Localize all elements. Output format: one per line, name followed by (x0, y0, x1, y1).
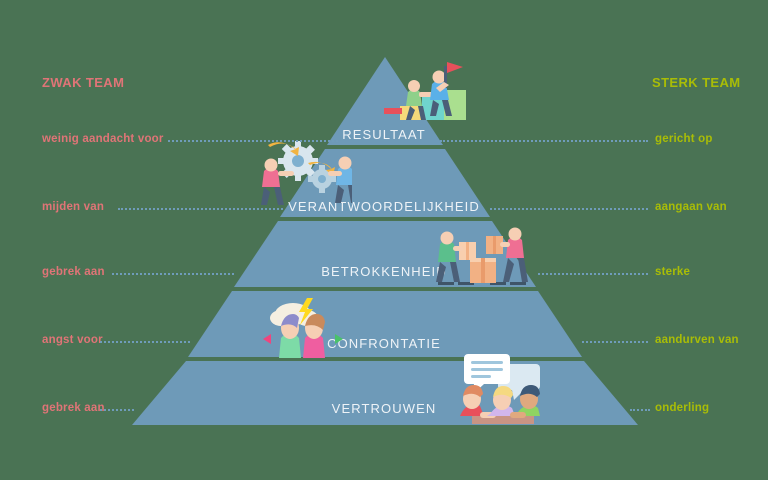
illustration-vertrouwen (456, 350, 558, 428)
header-left-weak-team: ZWAK TEAM (42, 75, 125, 90)
left-label-vertrouwen: gebrek aan (42, 402, 105, 414)
right-label-confrontatie: aandurven van (655, 334, 739, 346)
connector-left-confrontatie (100, 341, 190, 345)
connector-right-verantwoordelijkheid (490, 208, 648, 212)
connector-left-vertrouwen (100, 409, 134, 413)
right-label-vertrouwen: onderling (655, 402, 710, 414)
right-label-verantwoordelijkheid: aangaan van (655, 201, 727, 213)
tier-title-vertrouwen: VERTROUWEN (331, 401, 437, 416)
tier-shape-verantwoordelijkheid (0, 149, 768, 217)
connector-left-resultaat (168, 140, 338, 144)
tier-title-betrokkenheid: BETROKKENHEID (321, 264, 447, 279)
connector-right-vertrouwen (630, 409, 650, 413)
left-label-confrontatie: angst voor (42, 334, 103, 346)
connector-left-verantwoordelijkheid (118, 208, 283, 212)
illustration-resultaat (370, 48, 470, 124)
illustration-confrontatie (255, 296, 355, 358)
header-right-strong-team: STERK TEAM (652, 75, 741, 90)
connector-left-betrokkenheid (112, 273, 234, 277)
connector-right-resultaat (440, 140, 648, 144)
left-label-verantwoordelijkheid: mijden van (42, 201, 105, 213)
tier-shape-vertrouwen (0, 361, 768, 427)
right-label-betrokkenheid: sterke (655, 266, 691, 278)
tier-shape-resultaat (0, 57, 768, 145)
connector-right-betrokkenheid (538, 273, 648, 277)
illustration-betrokkenheid (428, 222, 534, 288)
tier-title-confrontatie: CONFRONTATIE (327, 336, 441, 351)
tier-title-resultaat: RESULTAAT (342, 127, 426, 142)
left-label-resultaat: weinig aandacht voor (42, 133, 164, 145)
illustration-verantwoordelijkheid (252, 135, 352, 213)
connector-right-confrontatie (582, 341, 648, 345)
tier-shape-betrokkenheid (0, 221, 768, 287)
tier-title-verantwoordelijkheid: VERANTWOORDELIJKHEID (288, 199, 480, 214)
right-label-resultaat: gericht op (655, 133, 713, 145)
left-label-betrokkenheid: gebrek aan (42, 266, 105, 278)
